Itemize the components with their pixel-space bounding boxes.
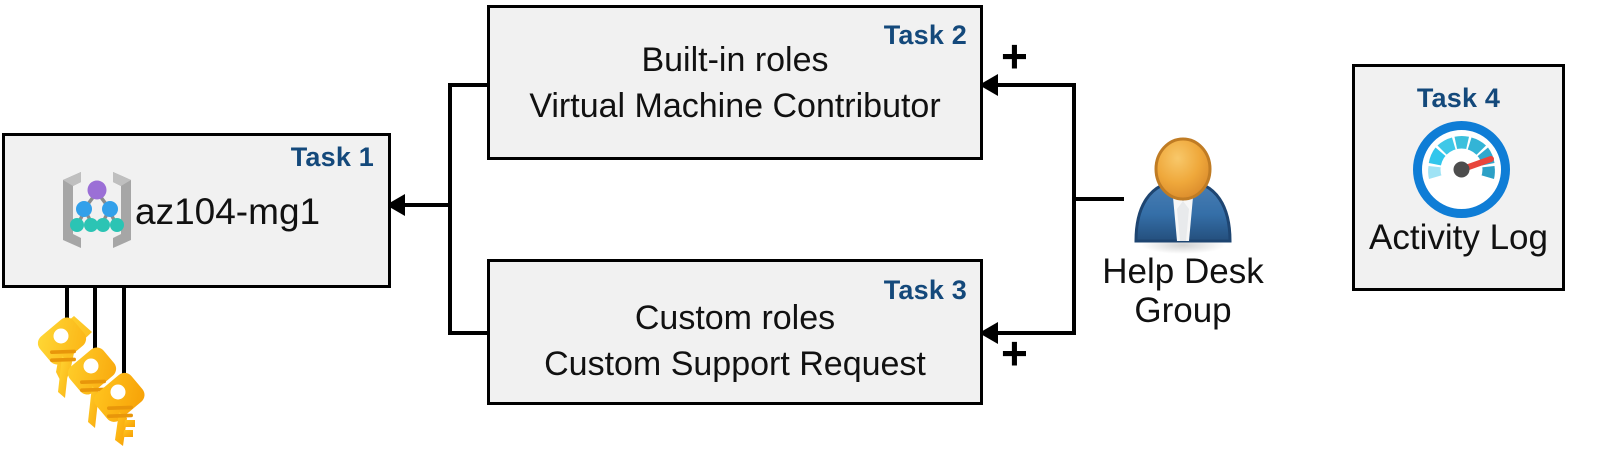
task-1-tag: Task 1 <box>290 142 374 172</box>
plus-icon-bottom: + <box>1001 327 1028 379</box>
connector-task2-left-stub <box>448 83 490 87</box>
connector-helpdesk-stub <box>1072 197 1124 201</box>
actor-caption: Help Desk Group <box>1066 252 1300 330</box>
task-2-tag: Task 2 <box>883 20 967 50</box>
task-3-line-2: Custom Support Request <box>544 345 926 383</box>
task-4-tag: Task 4 <box>1416 83 1501 113</box>
plus-icon-top: + <box>1001 30 1028 82</box>
management-group-icon <box>47 164 147 256</box>
connector-to-task3 <box>996 331 1074 335</box>
actor-caption-line-1: Help Desk <box>1102 252 1264 291</box>
task-2-line-2: Virtual Machine Contributor <box>529 87 941 125</box>
task-3-line-1: Custom roles <box>634 299 836 337</box>
actor-caption-line-2: Group <box>1134 291 1232 331</box>
arrowhead-to-task3 <box>979 322 998 344</box>
task-2-box[interactable]: Task 2 Built-in roles Virtual Machine Co… <box>487 5 983 160</box>
arrowhead-to-task2 <box>979 74 998 96</box>
task-2-line-1: Built-in roles <box>641 41 829 79</box>
key-arrow-shaft-3 <box>122 263 126 403</box>
connector-to-task2 <box>996 83 1074 87</box>
connector-to-task1 <box>400 203 452 207</box>
key-arrow-shaft-2 <box>93 250 97 380</box>
keys-icon <box>34 310 154 449</box>
gauge-icon <box>1411 119 1512 220</box>
connector-task3-left-stub <box>448 331 490 335</box>
task-1-label: az104-mg1 <box>135 191 321 232</box>
connector-left-trunk <box>448 83 452 335</box>
task-4-box[interactable]: Task 4 Activ <box>1352 64 1565 291</box>
task-1-box[interactable]: Task 1 <box>2 133 391 288</box>
task-3-tag: Task 3 <box>883 275 967 305</box>
connector-right-trunk <box>1072 83 1076 335</box>
task-4-label: Activity Log <box>1369 218 1548 257</box>
task-3-box[interactable]: Task 3 Custom roles Custom Support Reque… <box>487 259 983 405</box>
user-group-icon <box>1126 137 1240 255</box>
key-arrow-shaft-1 <box>65 250 69 358</box>
